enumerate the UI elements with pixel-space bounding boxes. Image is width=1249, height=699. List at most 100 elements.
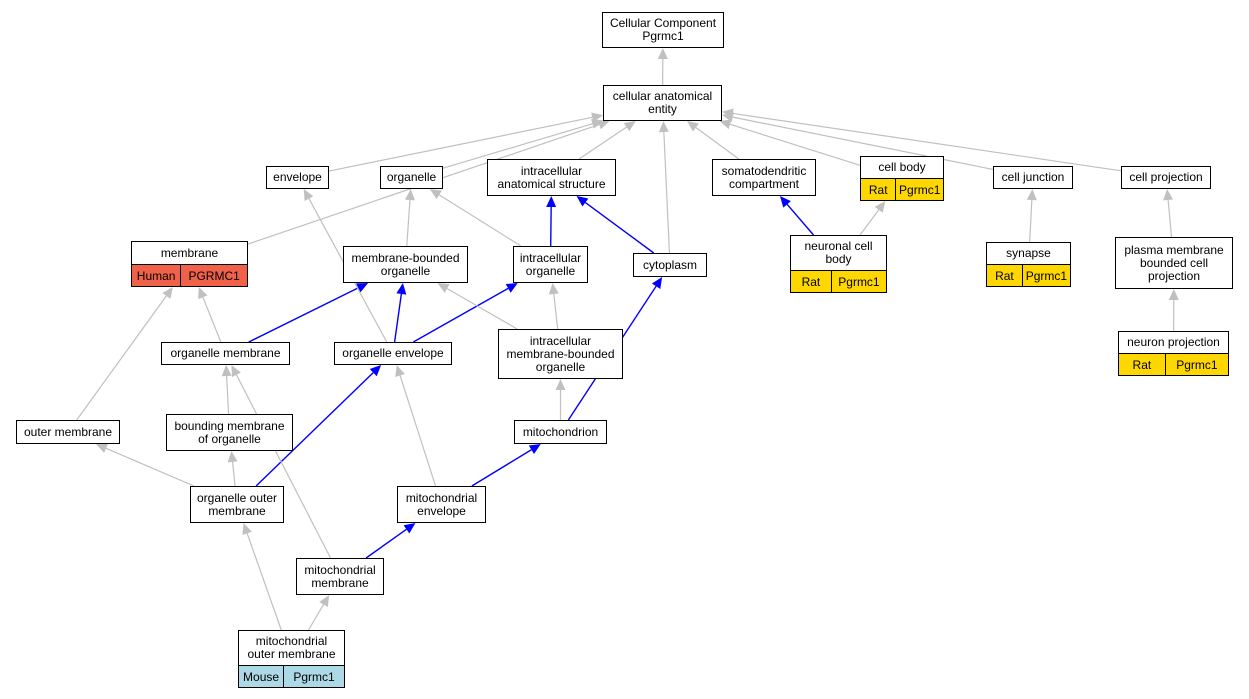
- edge-io-to-ias: [546, 196, 557, 247]
- node-label: Cellular Component Pgrmc1: [609, 16, 717, 43]
- node-label: neuronal cell body: [804, 239, 873, 266]
- edge-projection-to-cae: [722, 108, 1122, 172]
- node-pmbcp[interactable]: plasma membrane bounded cell projection: [1115, 237, 1233, 289]
- node-label: mitochondrion: [522, 424, 599, 439]
- node-label: synapse: [1006, 246, 1051, 260]
- node-label: membrane-bounded organelle: [351, 250, 460, 278]
- node-mitoenv[interactable]: mitochondrial envelope: [397, 486, 486, 523]
- edge-pmbcp-to-projection: [1163, 189, 1174, 238]
- gene-label: Pgrmc1: [283, 666, 344, 687]
- edge-imbo-to-mbo: [437, 283, 518, 330]
- node-mitomem[interactable]: mitochondrial membrane: [296, 558, 384, 595]
- node-oom[interactable]: organelle outer membrane: [190, 486, 284, 523]
- node-orgmem[interactable]: organelle membrane: [161, 342, 290, 365]
- edge-cytoplasm-to-cae: [658, 121, 671, 254]
- node-label: organelle envelope: [342, 346, 444, 360]
- annotation-row: Rat Pgrmc1: [861, 178, 943, 200]
- node-label: organelle membrane: [170, 346, 281, 360]
- gene-label: Pgrmc1: [895, 179, 943, 200]
- edge-mito-to-imbo: [555, 379, 566, 420]
- edge-ncb-to-cellbody: [859, 201, 886, 236]
- node-label: cellular anatomical entity: [612, 89, 713, 116]
- node-label: plasma membrane bounded cell projection: [1124, 242, 1224, 283]
- gene-label: Pgrmc1: [1164, 354, 1228, 375]
- node-mito[interactable]: mitochondrion: [514, 420, 607, 444]
- species-label: Human: [136, 268, 176, 283]
- edge-oom-to-orgenv: [255, 365, 382, 487]
- node-label: organelle outer membrane: [196, 490, 278, 518]
- node-label: envelope: [273, 170, 322, 184]
- species-label: Rat: [995, 268, 1014, 283]
- node-projection[interactable]: cell projection: [1121, 166, 1211, 189]
- node-mbo[interactable]: membrane-bounded organelle: [343, 246, 468, 283]
- species-label: Rat: [1132, 357, 1152, 372]
- edge-synapse-to-junction: [1026, 189, 1037, 243]
- edge-cellbody-to-cae: [719, 119, 861, 166]
- edge-oom-to-outer: [95, 443, 195, 487]
- edge-neuproj-to-pmbcp: [1168, 289, 1179, 332]
- node-label: somatodendritic compartment: [721, 163, 807, 191]
- node-outer[interactable]: outer membrane: [16, 420, 120, 444]
- edge-bmo-to-orgmem: [221, 365, 232, 415]
- edge-orgmem-to-mbo: [248, 283, 369, 343]
- node-orgenv[interactable]: organelle envelope: [334, 342, 452, 365]
- node-root[interactable]: Cellular Component Pgrmc1: [602, 12, 724, 48]
- node-cytoplasm[interactable]: cytoplasm: [633, 253, 707, 277]
- node-somato[interactable]: somatodendritic compartment: [712, 159, 816, 196]
- node-label: intracellular anatomical structure: [497, 163, 606, 191]
- edge-mitoenv-to-orgenv: [395, 365, 437, 487]
- species-label: Mouse: [243, 669, 280, 684]
- edge-ias-to-cae: [578, 121, 636, 160]
- edge-cae-to-root: [657, 48, 668, 86]
- annotation-row: Rat Pgrmc1: [791, 270, 886, 292]
- edge-imbo-to-io: [548, 283, 559, 330]
- edge-mitoenv-to-mito: [471, 444, 541, 487]
- node-imbo[interactable]: intracellular membrane-bounded organelle: [498, 329, 623, 379]
- gene-label: PGRMC1: [180, 265, 247, 286]
- edge-orgenv-to-io: [413, 283, 518, 343]
- edge-orgenv-to-mbo: [393, 283, 407, 343]
- node-cae[interactable]: cellular anatomical entity: [603, 85, 722, 121]
- node-junction[interactable]: cell junction: [993, 166, 1073, 189]
- edge-ncb-to-somato: [779, 196, 815, 236]
- node-organelle[interactable]: organelle: [380, 166, 443, 189]
- edge-mitomem-to-orgmem: [231, 365, 332, 559]
- edge-mbo-to-organelle: [404, 189, 415, 247]
- node-label: mitochondrial envelope: [405, 490, 478, 518]
- node-bmo[interactable]: bounding membrane of organelle: [166, 414, 293, 451]
- node-io[interactable]: intracellular organelle: [513, 246, 588, 283]
- node-label: bounding membrane of organelle: [174, 418, 285, 446]
- edge-cytoplasm-to-ias: [576, 196, 655, 254]
- node-label: neuron projection: [1127, 335, 1220, 349]
- node-label: mitochondrial membrane: [304, 562, 376, 590]
- annotation-row: Human PGRMC1: [132, 264, 247, 286]
- node-envelope[interactable]: envelope: [266, 166, 329, 189]
- node-label: mitochondrial outer membrane: [247, 634, 336, 661]
- edge-mom-to-mitomem: [308, 595, 330, 631]
- node-ias[interactable]: intracellular anatomical structure: [487, 159, 616, 196]
- node-label: membrane: [160, 245, 219, 260]
- edge-orgmem-to-membrane: [198, 287, 222, 343]
- node-label: cell projection: [1129, 170, 1203, 184]
- edge-oom-to-bmo: [227, 451, 238, 487]
- gene-label: Pgrmc1: [830, 271, 886, 292]
- node-label: cell junction: [1001, 170, 1065, 184]
- species-label: Rat: [801, 274, 821, 289]
- node-label: intracellular membrane-bounded organelle: [506, 333, 615, 374]
- node-label: outer membrane: [23, 424, 113, 439]
- edge-mitomem-to-mitoenv: [365, 523, 416, 559]
- species-label: Rat: [868, 182, 888, 197]
- node-label: organelle: [386, 170, 437, 184]
- node-label: cell body: [878, 160, 926, 174]
- annotation-row: Rat Pgrmc1: [1119, 353, 1228, 375]
